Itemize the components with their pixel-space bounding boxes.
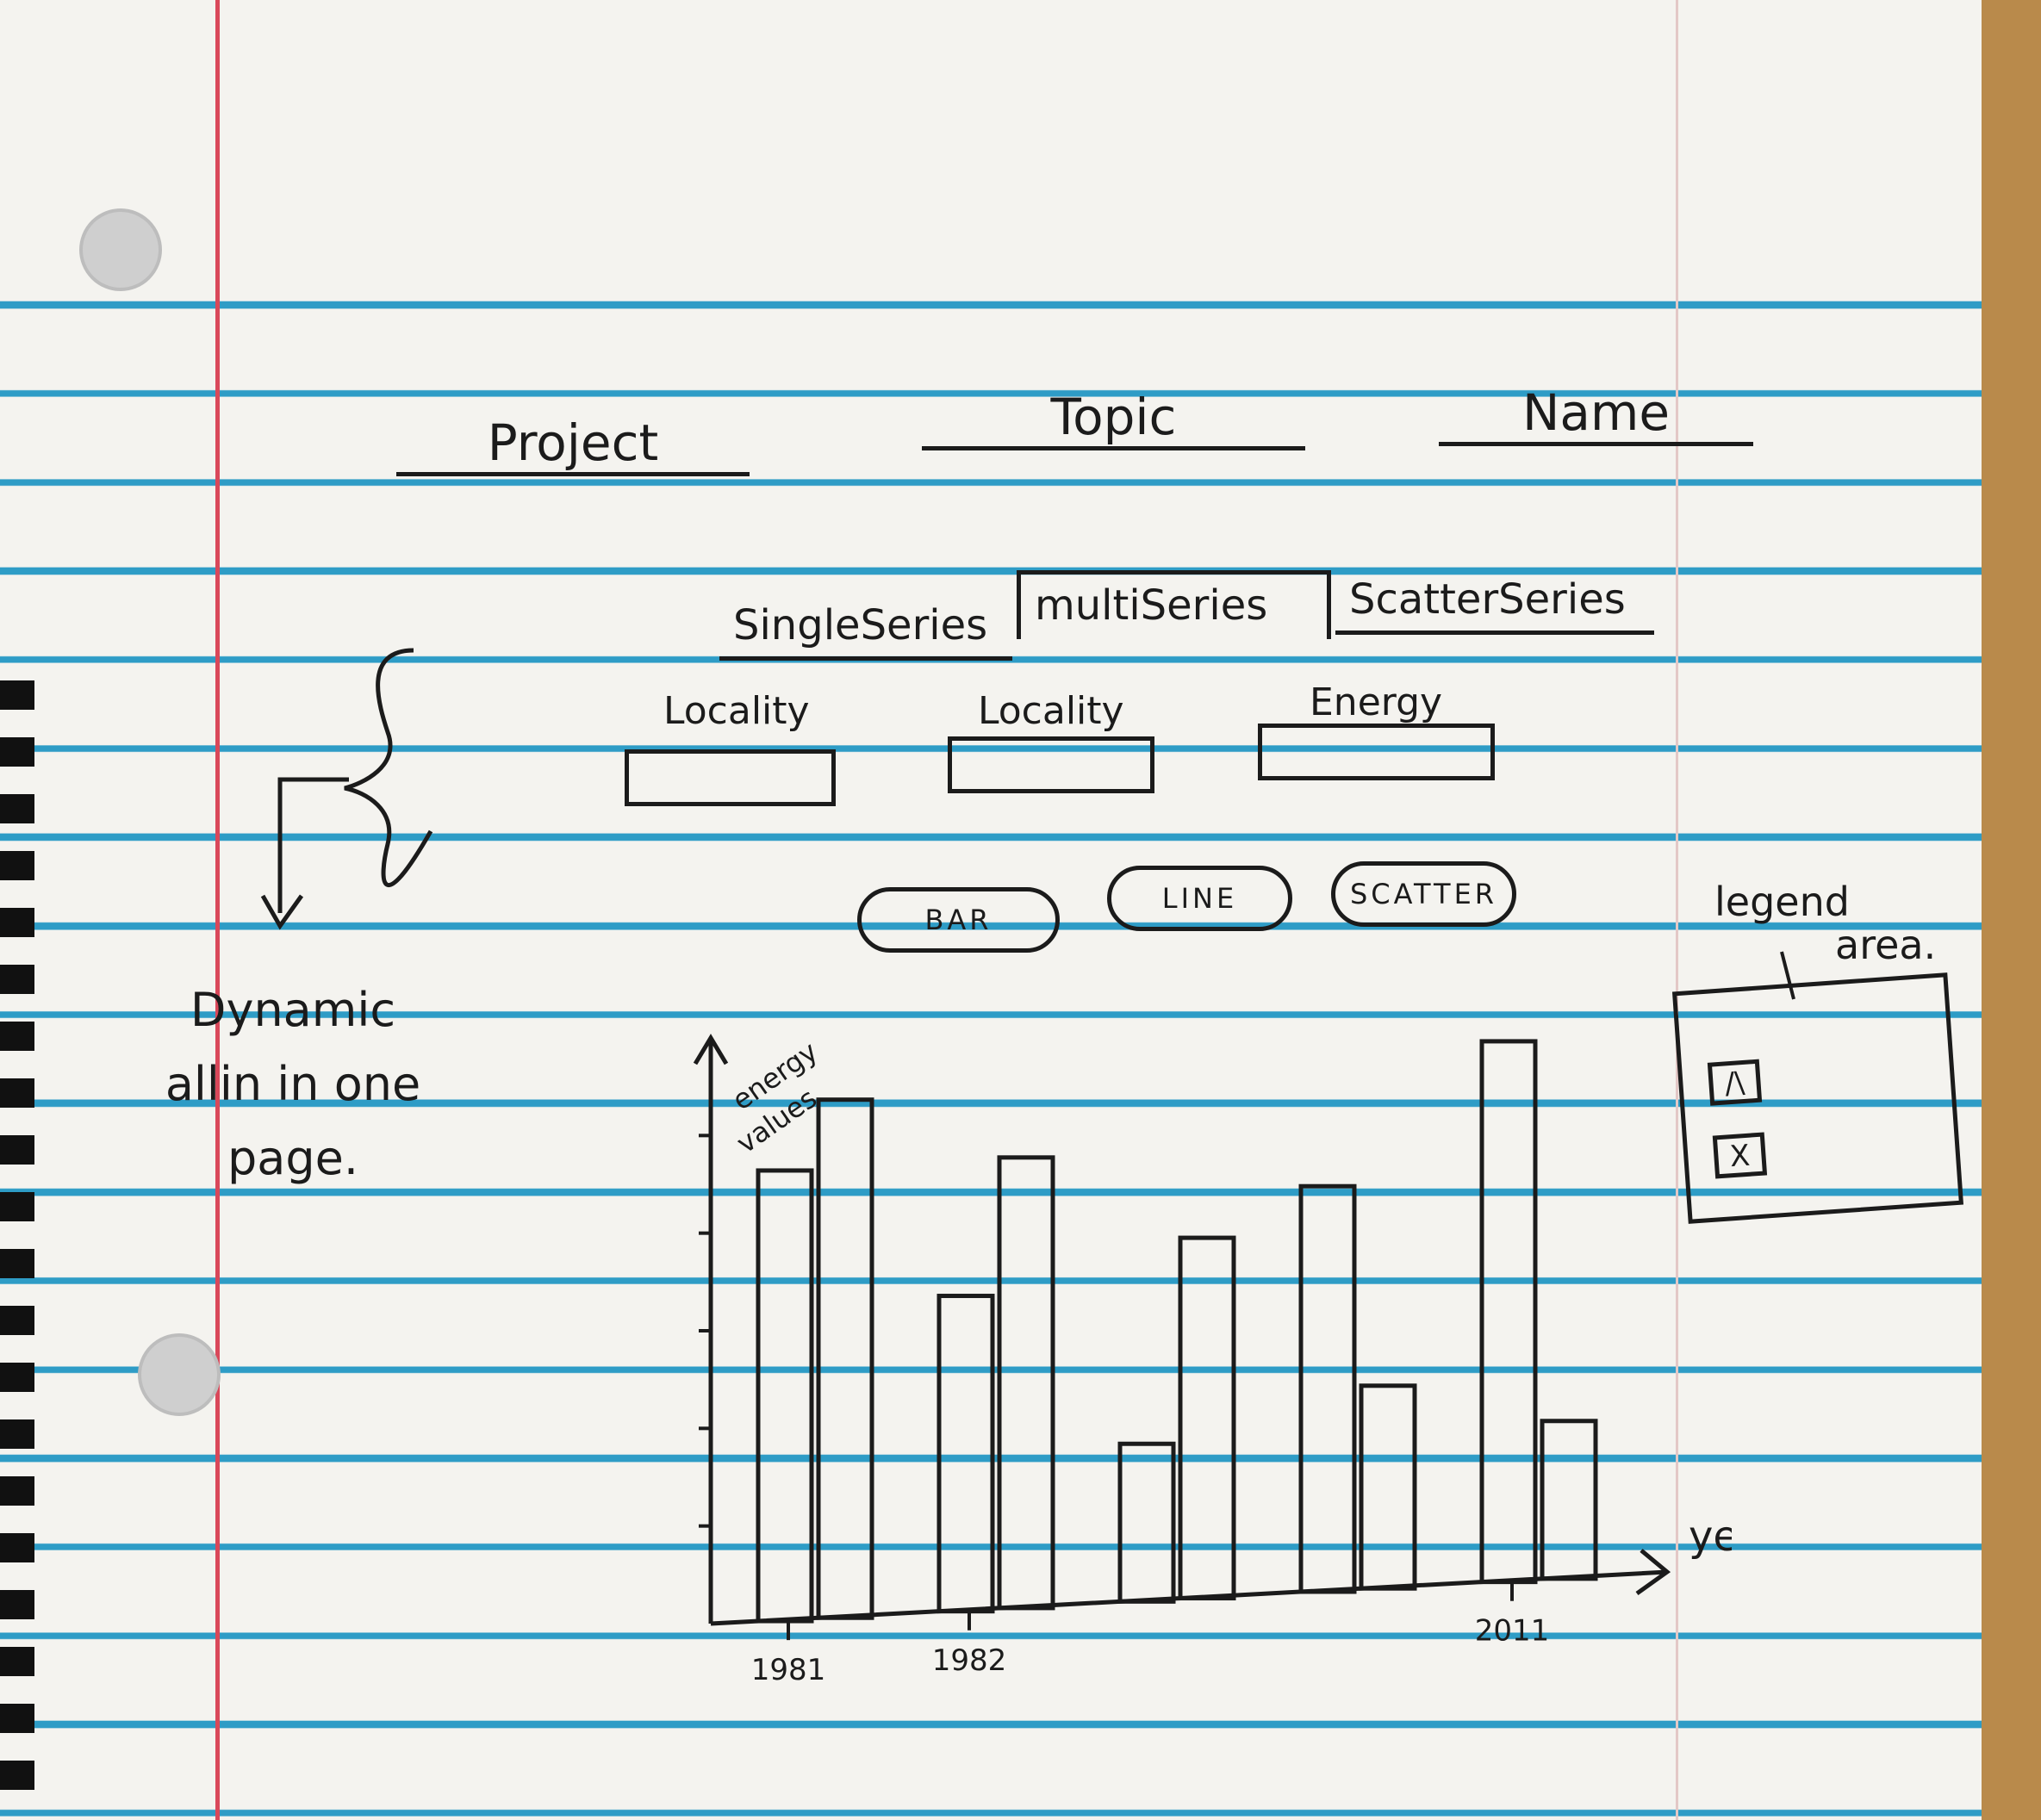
bar-1-0: [936, 1294, 995, 1614]
side-note-line-1: Dynamic: [190, 983, 396, 1037]
energy-label: Energy: [1310, 680, 1443, 724]
line-chart-button-label: LINE: [1161, 882, 1238, 915]
x-axis-label: years: [1689, 1513, 1732, 1561]
name-label: Name: [1521, 383, 1671, 442]
legend-caption-line-2: area.: [1835, 922, 1937, 968]
energy-input[interactable]: [1258, 724, 1495, 780]
bar-2-0: [1117, 1441, 1176, 1604]
line-chart-button[interactable]: LINE: [1107, 866, 1292, 931]
x-tick-label: 1982: [932, 1643, 1007, 1678]
bar-chart-button[interactable]: BAR: [857, 887, 1060, 953]
locality-label-1: Locality: [663, 689, 810, 733]
bar-2-1: [1178, 1235, 1236, 1601]
locality-input-1[interactable]: [625, 749, 836, 806]
x-axis: [710, 1549, 1671, 1626]
right-margin-line: [1676, 0, 1678, 1820]
legend-item-1-symbol: /\: [1723, 1065, 1746, 1102]
paper-sheet: [0, 0, 1982, 1820]
bar-chart-button-label: BAR: [924, 904, 992, 936]
bar-0-0: [756, 1168, 814, 1624]
brace-arrow-annotation: [260, 648, 433, 930]
project-label: Project: [487, 413, 659, 472]
bar-4-0: [1479, 1039, 1538, 1585]
legend-caption-line-1: legend: [1714, 879, 1850, 925]
spiral-binding: [0, 680, 34, 1817]
legend-item-2-symbol: X: [1728, 1138, 1752, 1175]
side-note-line-2: allin in one: [165, 1057, 421, 1111]
punch-hole: [79, 208, 162, 291]
bar-3-0: [1298, 1183, 1357, 1594]
tab-multi-series[interactable]: multiSeries: [1017, 570, 1331, 639]
tab-scatter-series-label: ScatterSeries: [1349, 575, 1626, 624]
bar-chart: 198119822011yearsenergyvalues: [693, 1034, 1732, 1687]
bar-0-1: [816, 1097, 874, 1620]
margin-line: [215, 0, 220, 1820]
legend-item-series-1[interactable]: /\: [1707, 1059, 1763, 1106]
legend-item-series-2[interactable]: X: [1712, 1132, 1768, 1179]
x-tick-label: 2011: [1475, 1614, 1550, 1649]
tab-multi-series-label: multiSeries: [1035, 581, 1268, 630]
bar-1-1: [997, 1155, 1055, 1611]
tab-single-series[interactable]: SingleSeries: [719, 594, 1012, 661]
side-note-line-3: page.: [227, 1131, 359, 1185]
locality-label-2: Locality: [978, 689, 1124, 733]
tab-scatter-series[interactable]: ScatterSeries: [1335, 568, 1654, 635]
topic-header: Topic: [922, 388, 1305, 450]
tab-single-series-label: SingleSeries: [733, 601, 988, 649]
project-header: Project: [396, 413, 750, 476]
topic-label: Topic: [1050, 388, 1177, 446]
bar-3-1: [1359, 1383, 1417, 1591]
scatter-chart-button[interactable]: SCATTER: [1331, 861, 1516, 927]
bar-4-1: [1540, 1419, 1598, 1581]
punch-hole: [138, 1333, 221, 1416]
x-tick-label: 1981: [751, 1653, 826, 1687]
side-note: Dynamic allin in one page.: [103, 973, 482, 1196]
locality-input-2[interactable]: [948, 736, 1154, 793]
desk-surface: [1981, 0, 2041, 1820]
legend-pointer-arrow: [1780, 951, 1795, 1000]
scatter-chart-button-label: SCATTER: [1349, 878, 1498, 910]
legend-area: /\ X: [1671, 972, 1964, 1224]
name-header: Name: [1439, 383, 1753, 446]
paper-top-margin: [0, 0, 1982, 293]
